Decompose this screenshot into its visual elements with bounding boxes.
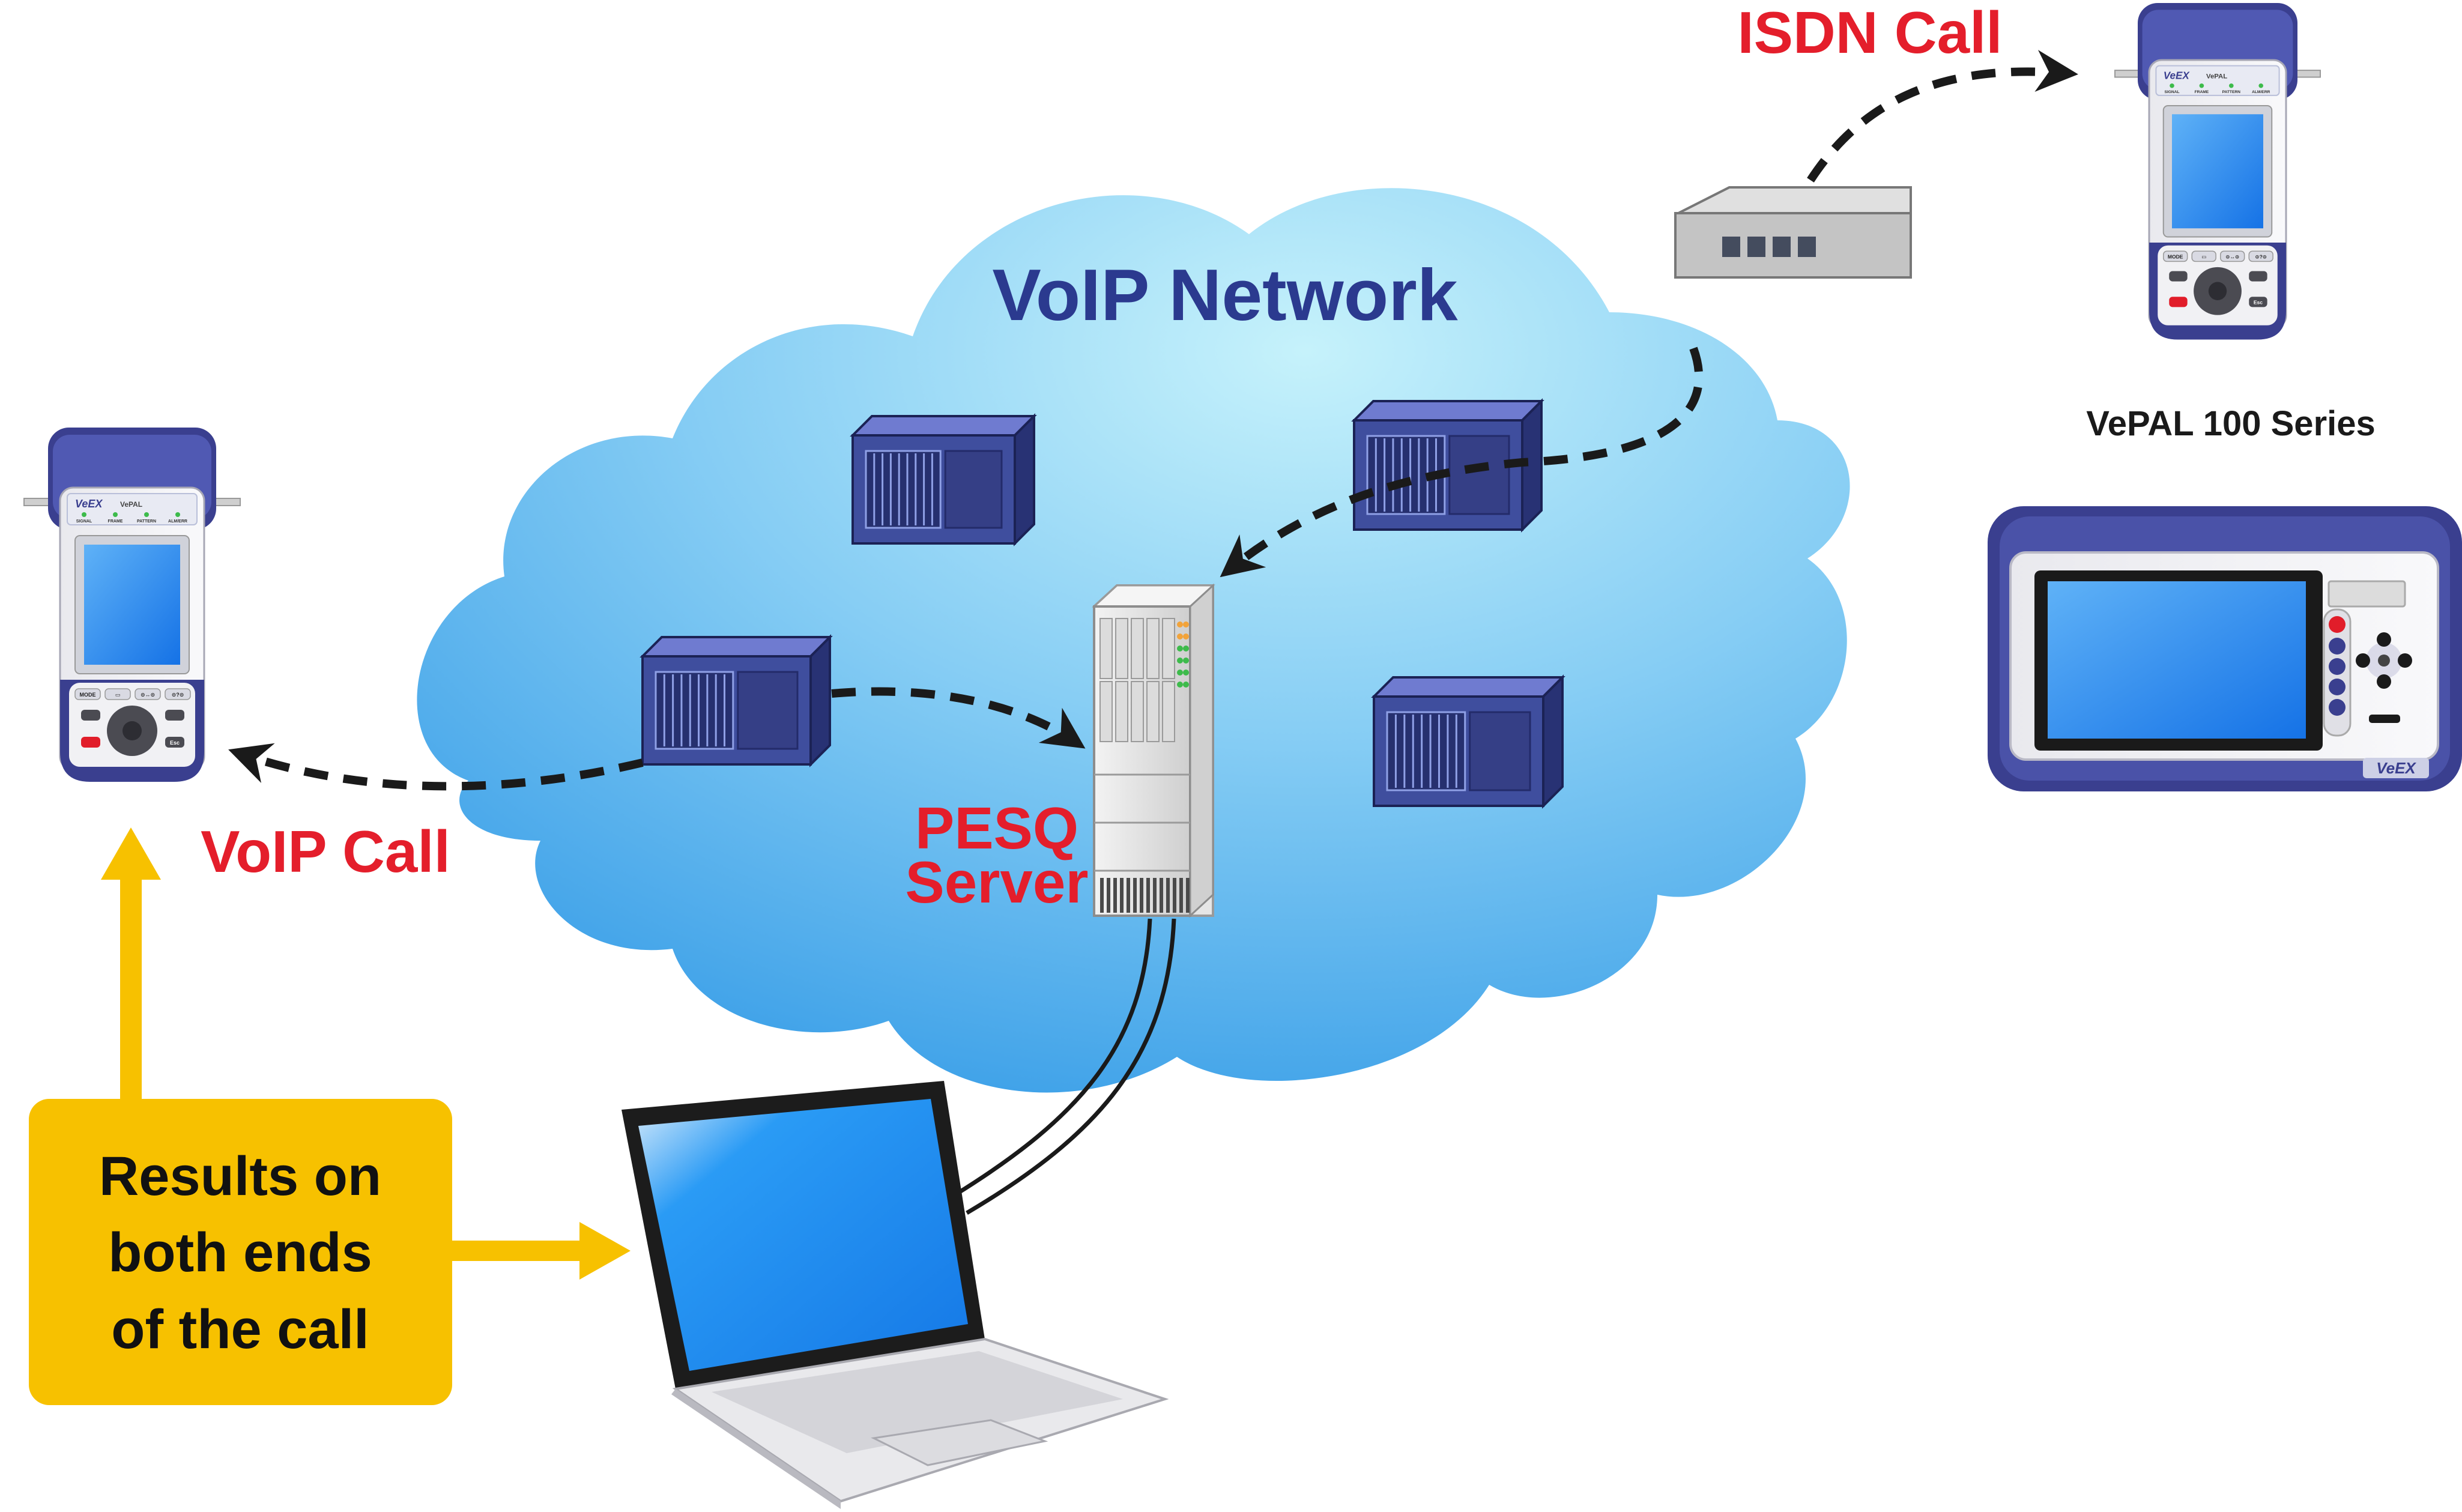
device-esc-key: Esc [2254, 300, 2263, 306]
device-led-label: ALM/ERR [168, 519, 187, 524]
cloud-title: VoIP Network [992, 254, 1457, 336]
device-led-label: PATTERN [137, 519, 156, 524]
isdn-call-path [1807, 50, 2078, 183]
node-to-server-path [831, 687, 1086, 749]
voip-call-label: VoIP Call [201, 818, 450, 885]
device-screen [2172, 114, 2263, 229]
results-text-line1: Results on [99, 1146, 381, 1207]
device-led-label: SIGNAL [2164, 90, 2179, 94]
vepal-series-label: VePAL 100 Series [2086, 404, 2376, 443]
network-node-3 [640, 634, 833, 767]
device-key-label: ⊙↔⊙ [141, 692, 155, 698]
device-key-label: ⊙?⊙ [2255, 254, 2267, 260]
pesq-server-label-line1: PESQ [915, 795, 1078, 861]
device-key-label: MODE [80, 692, 96, 698]
server-laptop-cable [954, 918, 1176, 1215]
benchtop-screen [2048, 581, 2306, 739]
device-screen [84, 545, 180, 665]
benchtop-tester: VeEX [1988, 506, 2462, 791]
isdn-to-server-path [1220, 346, 1704, 578]
device-led-label: FRAME [2195, 90, 2209, 94]
device-key-label: ▭ [2201, 254, 2206, 260]
device-led-label: ALM/ERR [2252, 90, 2270, 94]
device-esc-key: Esc [170, 740, 180, 746]
device-key-label: ▭ [115, 692, 121, 698]
device-key-label: ⊙↔⊙ [2225, 254, 2239, 260]
device-led-label: SIGNAL [76, 519, 92, 524]
device-model: VePAL [120, 500, 142, 509]
voip-call-path [228, 743, 644, 791]
network-node-1 [850, 413, 1037, 546]
results-box [29, 1099, 452, 1405]
device-led-label: PATTERN [2222, 90, 2241, 94]
laptop [622, 1081, 1169, 1509]
router [1674, 186, 1912, 279]
network-node-4 [1371, 674, 1565, 809]
device-brand: VeEX [2164, 70, 2191, 81]
device-key-label: ⊙?⊙ [172, 692, 184, 698]
device-model: VePAL [2206, 73, 2227, 80]
pesq-server-label-line2: Server [905, 849, 1088, 915]
isdn-call-label: ISDN Call [1737, 0, 2002, 65]
handheld-tester-right: VeEX VePAL SIGNAL FRAME PATTERN ALM/ERR MODE ▭ ⊙… [2114, 3, 2321, 340]
results-arrow-up [101, 827, 161, 1102]
results-arrow-right [452, 1222, 631, 1280]
device-brand: VeEX [75, 498, 103, 510]
laptop-screen [638, 1099, 968, 1371]
results-text-line3: of the call [111, 1299, 369, 1360]
device-key-label: MODE [2168, 254, 2183, 260]
device-led-label: FRAME [108, 519, 123, 524]
pesq-server [1092, 583, 1215, 918]
results-text-line2: both ends [108, 1222, 372, 1283]
benchtop-brand: VeEX [2376, 759, 2416, 777]
handheld-tester-left: VeEX VePAL SIGNAL FRAME PATTERN ALM/ERR MODE ▭ ⊙… [23, 428, 241, 782]
